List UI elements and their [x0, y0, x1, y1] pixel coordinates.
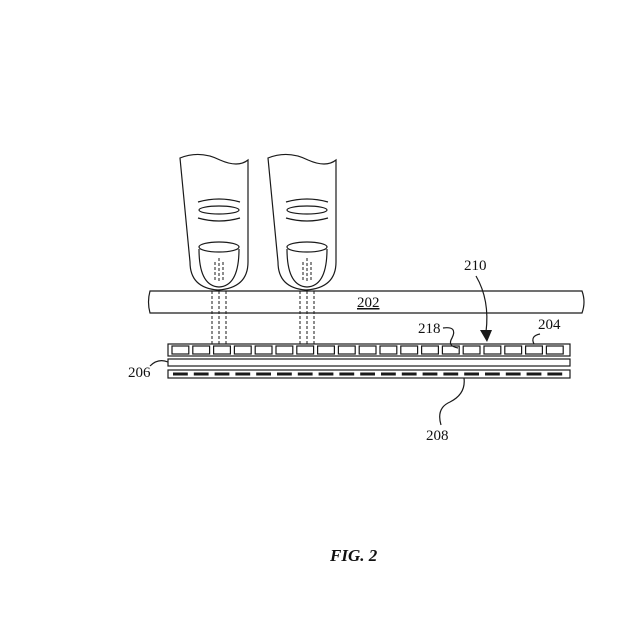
sensor-cell — [192, 345, 211, 355]
backing-mark — [339, 372, 355, 376]
backing-mark — [214, 372, 230, 376]
sensor-cell — [275, 345, 294, 355]
sensor-cell — [462, 345, 481, 355]
sensor-cell — [337, 345, 356, 355]
sensor-cell — [379, 345, 398, 355]
backing-mark — [256, 372, 271, 376]
backing-mark — [297, 372, 313, 376]
leader-210: 210 — [464, 258, 492, 342]
sensor-cell — [441, 345, 460, 355]
sensor-cell — [545, 345, 564, 355]
leader-204: 204 — [532, 317, 561, 345]
arrowhead — [480, 330, 492, 342]
backing-mark — [505, 372, 521, 376]
substrate-layer — [167, 358, 571, 367]
backing-mark — [235, 372, 251, 376]
leader-208: 208 — [426, 377, 465, 444]
label-218: 218 — [418, 321, 441, 337]
backing-mark — [381, 372, 396, 376]
sensor-array — [167, 343, 571, 357]
label-210: 210 — [464, 258, 487, 274]
sensor-cell — [233, 345, 252, 355]
backing-layer — [167, 369, 571, 379]
sensor-cell — [171, 345, 190, 355]
backing-mark — [422, 372, 438, 376]
label-206: 206 — [128, 365, 151, 381]
backing-mark — [277, 372, 292, 376]
backing-mark — [526, 372, 542, 376]
sensor-cell — [504, 345, 523, 355]
backing-mark — [173, 372, 188, 376]
cover-layer: 202 — [147, 290, 585, 314]
sensor-cell — [421, 345, 440, 355]
backing-mark — [360, 372, 375, 376]
sensor-cell — [524, 345, 543, 355]
sensor-cell — [317, 345, 336, 355]
backing-mark — [193, 372, 209, 376]
figure-caption: FIG. 2 — [329, 546, 378, 565]
label-204: 204 — [538, 317, 561, 333]
leader-206: 206 — [128, 360, 169, 381]
backing-marks — [173, 372, 563, 376]
sensor-cell — [213, 345, 232, 355]
cover-layer-label: 202 — [357, 295, 380, 311]
backing-mark — [401, 372, 417, 376]
left-finger — [179, 153, 249, 291]
label-208: 208 — [426, 428, 449, 444]
backing-mark — [547, 372, 563, 376]
sensor-cell — [296, 345, 315, 355]
backing-mark — [318, 372, 334, 376]
sensor-cell — [358, 345, 377, 355]
backing-mark — [443, 372, 459, 376]
right-finger — [267, 153, 337, 291]
sensor-cells — [171, 345, 564, 355]
sensor-cell — [483, 345, 502, 355]
backing-mark — [464, 372, 479, 376]
light-path-lines — [211, 291, 315, 344]
sensor-cell — [254, 345, 273, 355]
backing-mark — [485, 372, 500, 376]
sensor-cell — [400, 345, 419, 355]
leader-218: 218 — [418, 321, 459, 349]
